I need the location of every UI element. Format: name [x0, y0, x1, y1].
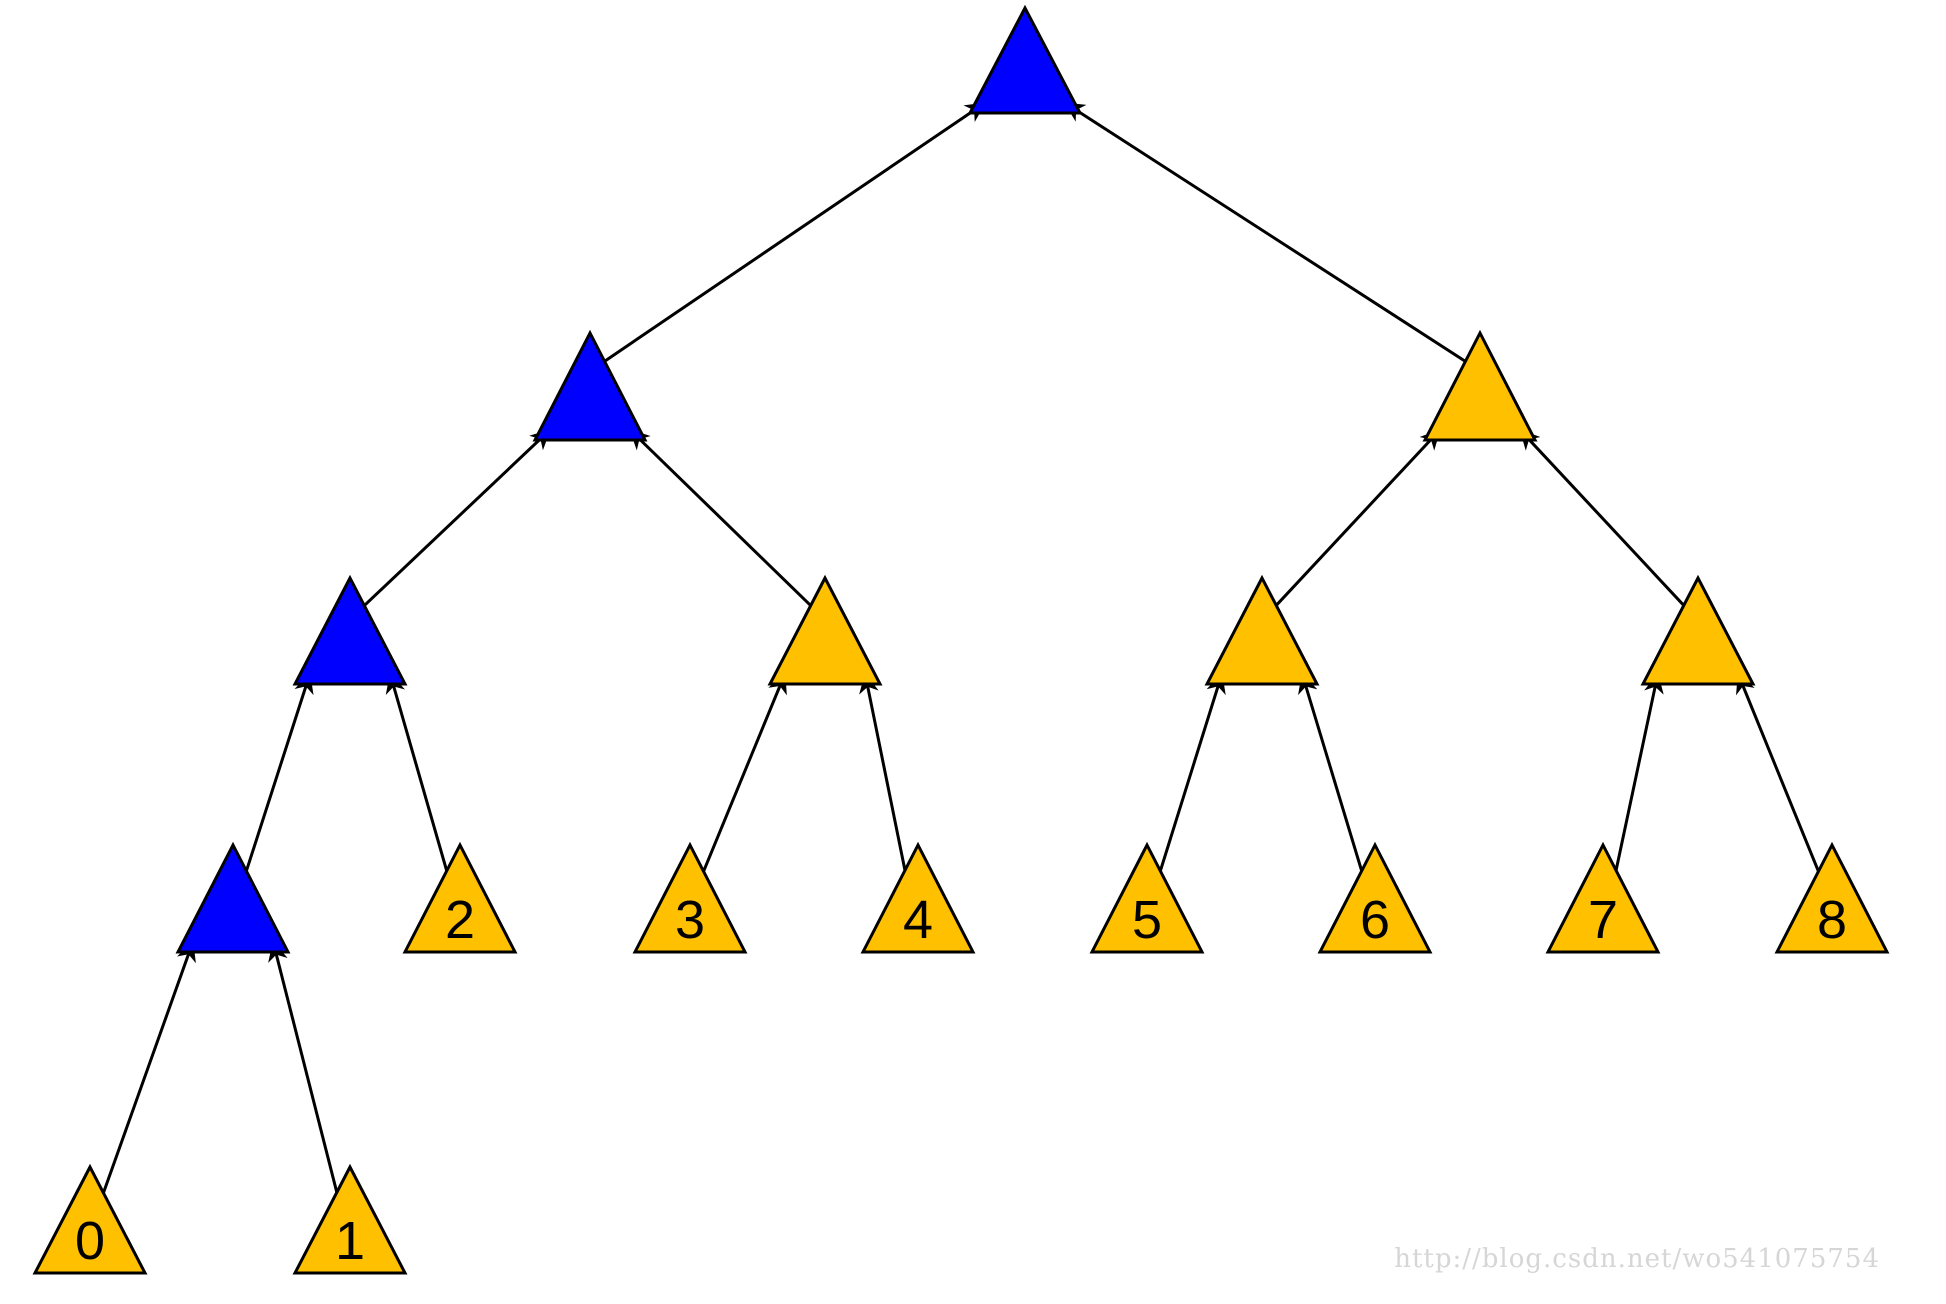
label-leaf-5: 5	[1132, 890, 1162, 950]
triangle-l2-d	[1640, 574, 1756, 686]
triangle-l2-c	[1204, 574, 1320, 686]
nodes: 2 3 4 5 6 7 8 0 1	[32, 4, 1890, 1275]
node-leaf-3: 3	[632, 841, 748, 954]
node-l1-left	[532, 329, 648, 442]
label-leaf-3: 3	[675, 890, 705, 950]
edge-leaf-7-to-l2-d	[1613, 673, 1664, 876]
edge-l2-d-to-l1-right	[1519, 428, 1687, 609]
triangle-leaf-7	[1545, 841, 1661, 954]
edge-l2-b-to-l1-left	[629, 428, 814, 609]
edge-leaf-4-to-l2-b	[859, 673, 908, 876]
node-l2-a	[292, 574, 408, 686]
edge-leaf-5-to-l2-c	[1157, 673, 1226, 876]
triangle-leaf-0	[32, 1163, 148, 1275]
triangle-l3-internal	[175, 841, 291, 954]
node-l2-d	[1640, 574, 1756, 686]
node-leaf-2: 2	[402, 841, 518, 954]
triangle-l2-b	[767, 574, 883, 686]
node-l1-right	[1422, 329, 1538, 442]
triangle-leaf-6	[1317, 841, 1433, 954]
node-leaf-8: 8	[1774, 841, 1890, 954]
edges	[100, 101, 1822, 1198]
edge-leaf-3-to-l2-b	[700, 673, 787, 876]
node-leaf-1: 1	[292, 1163, 408, 1275]
node-leaf-4: 4	[860, 841, 976, 954]
watermark-text: http://blog.csdn.net/wo541075754	[1394, 1244, 1880, 1274]
edge-leaf-0-to-l3-internal	[100, 941, 196, 1198]
triangle-leaf-5	[1089, 841, 1205, 954]
triangle-root	[967, 4, 1083, 115]
edge-l2-c-to-l1-right	[1273, 428, 1441, 609]
edge-leaf-8-to-l2-d	[1736, 673, 1822, 876]
triangle-l2-a	[292, 574, 408, 686]
edge-leaf-6-to-l2-c	[1298, 673, 1365, 876]
edge-l1-left-to-root	[601, 101, 986, 365]
label-leaf-7: 7	[1588, 890, 1618, 950]
triangle-l1-left	[532, 329, 648, 442]
label-leaf-8: 8	[1817, 890, 1847, 950]
triangle-leaf-2	[402, 841, 518, 954]
edge-l1-right-to-root	[1064, 101, 1469, 365]
edge-l2-a-to-l1-left	[361, 428, 551, 609]
triangle-leaf-1	[292, 1163, 408, 1275]
triangle-leaf-3	[632, 841, 748, 954]
node-l2-c	[1204, 574, 1320, 686]
triangle-l1-right	[1422, 329, 1538, 442]
label-leaf-2: 2	[445, 890, 475, 950]
label-leaf-1: 1	[335, 1211, 365, 1271]
label-leaf-4: 4	[903, 890, 933, 950]
node-l3-internal	[175, 841, 291, 954]
edge-leaf-2-to-l2-a	[385, 673, 450, 876]
edge-l3-internal-to-l2-a	[243, 673, 314, 876]
node-leaf-5: 5	[1089, 841, 1205, 954]
label-leaf-0: 0	[75, 1211, 105, 1271]
node-root	[967, 4, 1083, 115]
node-leaf-6: 6	[1317, 841, 1433, 954]
node-l2-b	[767, 574, 883, 686]
triangle-leaf-4	[860, 841, 976, 954]
triangle-leaf-8	[1774, 841, 1890, 954]
node-leaf-7: 7	[1545, 841, 1661, 954]
edge-leaf-1-to-l3-internal	[268, 941, 340, 1198]
node-leaf-0: 0	[32, 1163, 148, 1275]
label-leaf-6: 6	[1360, 890, 1390, 950]
